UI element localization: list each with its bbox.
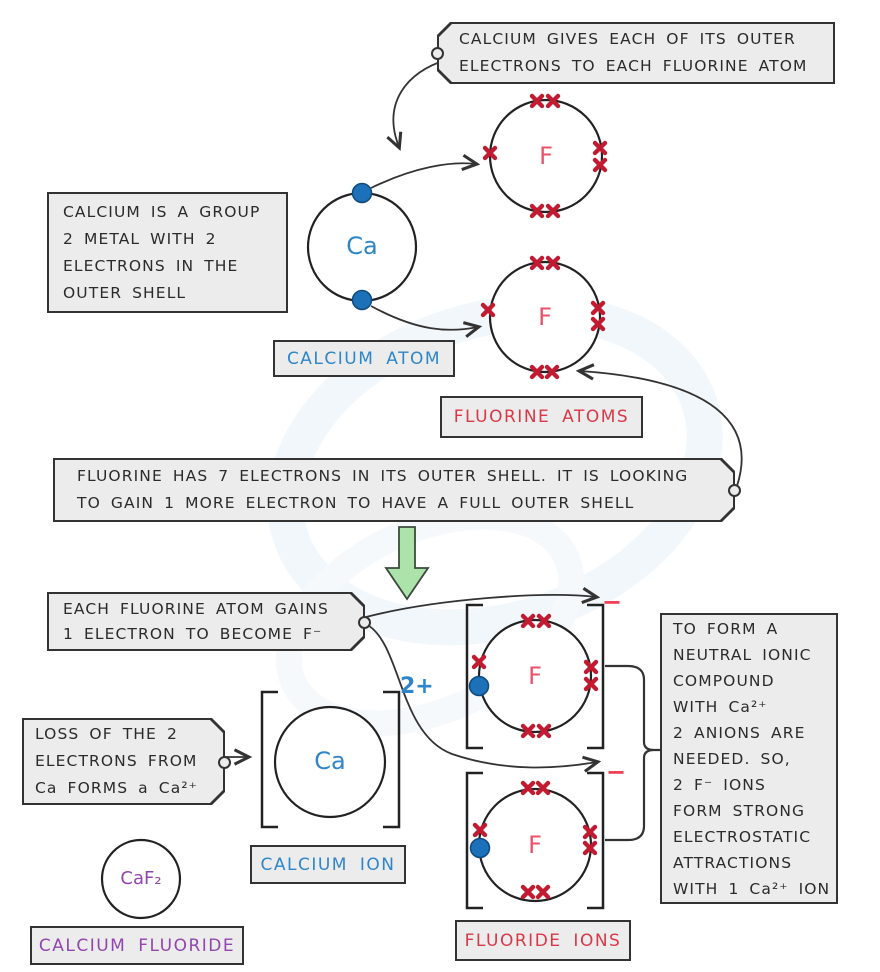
callout-calcium-gives: CALCIUM GIVES EACH OF ITS OUTER ELECTRON… [431, 22, 835, 84]
fluorine-atom-2-symbol: F [538, 303, 552, 331]
label-fluorine-atoms: FLUORINE ATOMS [440, 396, 643, 438]
arrow-gain-callout-to-fluoride-1 [365, 587, 601, 618]
bracket-right-fluoride-2 [587, 771, 605, 910]
label-calcium-atom-text: CALCIUM ATOM [286, 348, 442, 369]
electron-dot-icon [469, 837, 491, 859]
callout-loss-electrons: LOSS OF THE 2 ELECTRONS FROM Ca FORMS a … [22, 718, 231, 805]
bracket-right-fluoride-1 [587, 603, 605, 750]
callout-connector-dot [218, 755, 231, 769]
electron-dot-icon [351, 289, 373, 311]
callout-connector-dot [431, 47, 444, 60]
calcium-ion-symbol: Ca [314, 747, 346, 775]
callout-fill [24, 720, 223, 803]
electron-dots [351, 182, 491, 859]
fluorine-atom-2-circle [488, 260, 602, 374]
arrow-middle-callout-to-fluorine-2 [575, 363, 743, 487]
arrow-top-callout-to-calcium [386, 59, 447, 152]
arrow-electron-to-fluorine-2 [370, 305, 483, 338]
callout-gain-electron-text: EACH FLUORINE ATOM GAINS 1 ELECTRON TO B… [63, 599, 329, 643]
arrow-electron-to-fluorine-1 [370, 153, 481, 189]
note-neutral-compound-text: TO FORM A NEUTRAL IONIC COMPOUND WITH Ca… [673, 619, 831, 898]
callout-connector-dot [358, 615, 371, 629]
callout-calcium-group2-text: CALCIUM IS A GROUP 2 METAL WITH 2 ELECTR… [63, 202, 261, 302]
bracket-left-calcium-ion [260, 690, 278, 829]
callout-calcium-group2: CALCIUM IS A GROUP 2 METAL WITH 2 ELECTR… [47, 192, 288, 313]
callout-fluorine-7-electrons-text: FLUORINE HAS 7 ELECTRONS IN ITS OUTER SH… [77, 467, 689, 512]
fluoride-ion-1-charge: − [602, 588, 623, 616]
label-calcium-fluoride-text: CALCIUM FLUORIDE [38, 935, 236, 956]
callout-calcium-gives-text: CALCIUM GIVES EACH OF ITS OUTER ELECTRON… [459, 30, 808, 75]
calcium-fluoride-circle [100, 838, 182, 920]
note-neutral-compound: TO FORM A NEUTRAL IONIC COMPOUND WITH Ca… [660, 613, 838, 904]
callout-fluorine-7-electrons: FLUORINE HAS 7 ELECTRONS IN ITS OUTER SH… [53, 458, 741, 522]
electron-dot-icon [351, 182, 373, 204]
callout-fill [55, 460, 733, 520]
bracket-left-fluoride-1 [465, 603, 483, 750]
bracket-right-calcium-ion [383, 690, 401, 829]
calcium-ion-circle [273, 705, 387, 819]
ion-brackets [260, 603, 605, 910]
label-calcium-atom: CALCIUM ATOM [273, 340, 455, 377]
electron-dot-icon [468, 675, 490, 697]
label-calcium-ion: CALCIUM ION [250, 845, 406, 884]
brace-fluoride-ions-to-note [605, 664, 660, 842]
label-calcium-fluoride: CALCIUM FLUORIDE [30, 926, 244, 965]
callout-loss-electrons-text: LOSS OF THE 2 ELECTRONS FROM Ca FORMS a … [35, 725, 198, 797]
fluoride-ion-1-symbol: F [528, 662, 542, 690]
calcium-atom-symbol: Ca [346, 232, 378, 260]
flow-arrows [222, 59, 743, 773]
fluoride-ion-2-charge: − [606, 758, 627, 786]
bracket-left-fluoride-2 [465, 771, 483, 910]
callout-fill [49, 594, 363, 649]
callout-connector-dot [728, 484, 741, 497]
label-fluoride-ions-text: FLUORIDE IONS [464, 930, 622, 951]
label-fluorine-atoms-text: FLUORINE ATOMS [453, 407, 630, 427]
callout-gain-electron: EACH FLUORINE ATOM GAINS 1 ELECTRON TO B… [47, 592, 371, 651]
arrow-gain-callout-to-fluoride-2 [365, 623, 602, 773]
label-fluoride-ions: FLUORIDE IONS [455, 920, 631, 961]
fluorine-atom-1-symbol: F [539, 142, 553, 170]
label-calcium-ion-text: CALCIUM ION [260, 854, 396, 875]
calcium-ion-charge: 2+ [400, 674, 434, 699]
fluoride-ion-2-symbol: F [528, 831, 542, 859]
green-down-arrow-icon [384, 526, 430, 601]
callout-fill [439, 24, 833, 82]
calcium-fluoride-formula: CaF₂ [120, 868, 162, 889]
